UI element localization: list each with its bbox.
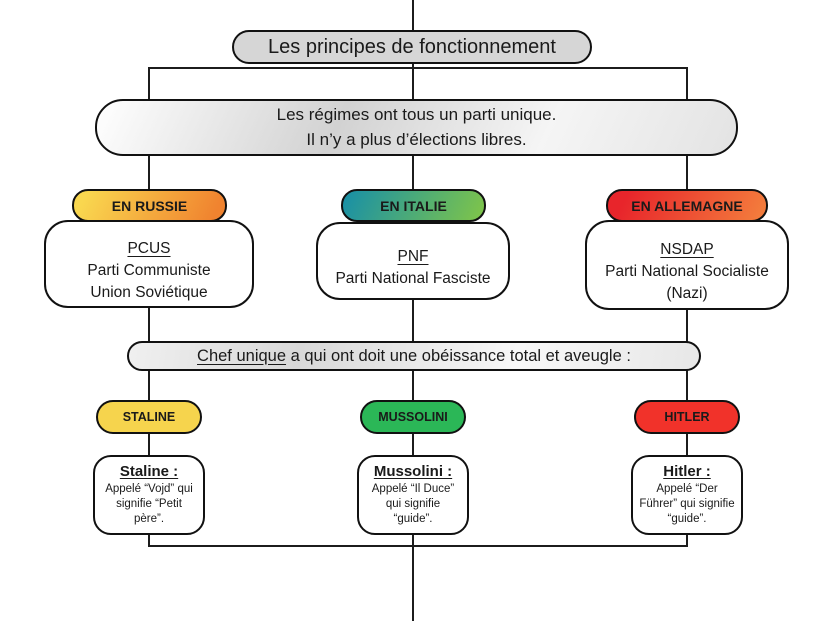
- country-pill-russie: EN RUSSIE: [72, 189, 227, 222]
- connector-line: [148, 533, 150, 547]
- leader-pill-mussolini: MUSSOLINI: [360, 400, 466, 434]
- principle-line-1: Les régimes ont tous un parti unique.: [276, 104, 557, 124]
- desc-title: Mussolini :: [373, 463, 453, 481]
- connector-line: [148, 67, 688, 69]
- leader-pill-hitler: HITLER: [634, 400, 740, 434]
- connector-line: [412, 370, 414, 401]
- desc-line: “guide”.: [667, 512, 707, 525]
- desc-line: Führer” qui signifie: [639, 498, 735, 511]
- party-line: Parti National Fasciste: [335, 270, 491, 287]
- connector-line: [148, 433, 150, 456]
- party-line: Parti National Socialiste: [605, 263, 769, 280]
- chef-rest-text: a qui ont doit une obéissance total et a…: [286, 346, 631, 365]
- connector-line: [148, 155, 150, 190]
- party-abbr: NSDAP: [660, 241, 714, 258]
- connector-line: [412, 62, 414, 100]
- chef-unique-bar: Chef unique a qui ont doit une obéissanc…: [127, 341, 701, 371]
- connector-line: [148, 67, 150, 100]
- party-abbr: PNF: [397, 248, 429, 265]
- connector-line: [412, 545, 414, 621]
- desc-box-hitler: Hitler : Appelé “Der Führer” qui signifi…: [631, 455, 743, 535]
- desc-box-mussolini: Mussolini : Appelé “Il Duce” qui signifi…: [357, 455, 469, 535]
- connector-line: [148, 545, 688, 547]
- principle-line-2: Il n’y a plus d’élections libres.: [306, 129, 527, 149]
- country-pill-allemagne: EN ALLEMAGNE: [606, 189, 768, 222]
- desc-line: signifie “Petit: [116, 498, 182, 511]
- desc-line: père”.: [133, 512, 165, 525]
- connector-line: [412, 298, 414, 342]
- country-pill-italie: EN ITALIE: [341, 189, 486, 222]
- connector-line: [686, 67, 688, 100]
- desc-line: “guide”.: [393, 512, 433, 525]
- desc-box-staline: Staline : Appelé “Vojd” qui signifie “Pe…: [93, 455, 205, 535]
- desc-line: Appelé “Der: [656, 483, 718, 496]
- connector-line: [686, 308, 688, 342]
- party-box-pnf: PNF Parti National Fasciste: [316, 222, 510, 300]
- party-line: Union Soviétique: [90, 284, 208, 301]
- diagram-title: Les principes de fonctionnement: [232, 30, 592, 64]
- connector-line: [686, 533, 688, 547]
- chef-underlined-text: Chef unique: [197, 346, 287, 365]
- party-line: Parti Communiste: [87, 262, 211, 279]
- desc-line: qui signifie: [385, 498, 441, 511]
- party-abbr: PCUS: [127, 240, 171, 257]
- connector-line: [686, 433, 688, 456]
- connector-line: [412, 155, 414, 190]
- connector-line: [412, 0, 414, 30]
- connector-line: [148, 306, 150, 342]
- connector-line: [412, 433, 414, 456]
- party-box-nsdap: NSDAP Parti National Socialiste (Nazi): [585, 220, 789, 310]
- connector-line: [148, 370, 150, 401]
- desc-title: Hitler :: [663, 463, 711, 481]
- principle-box: Les régimes ont tous un parti unique. Il…: [95, 99, 738, 156]
- desc-line: Appelé “Vojd” qui: [105, 483, 193, 496]
- party-line: (Nazi): [666, 285, 708, 302]
- desc-line: Appelé “Il Duce”: [371, 483, 455, 496]
- connector-line: [686, 370, 688, 401]
- connector-line: [412, 533, 414, 547]
- leader-pill-staline: STALINE: [96, 400, 202, 434]
- desc-title: Staline :: [119, 463, 179, 481]
- connector-line: [686, 155, 688, 190]
- party-box-pcus: PCUS Parti Communiste Union Soviétique: [44, 220, 254, 308]
